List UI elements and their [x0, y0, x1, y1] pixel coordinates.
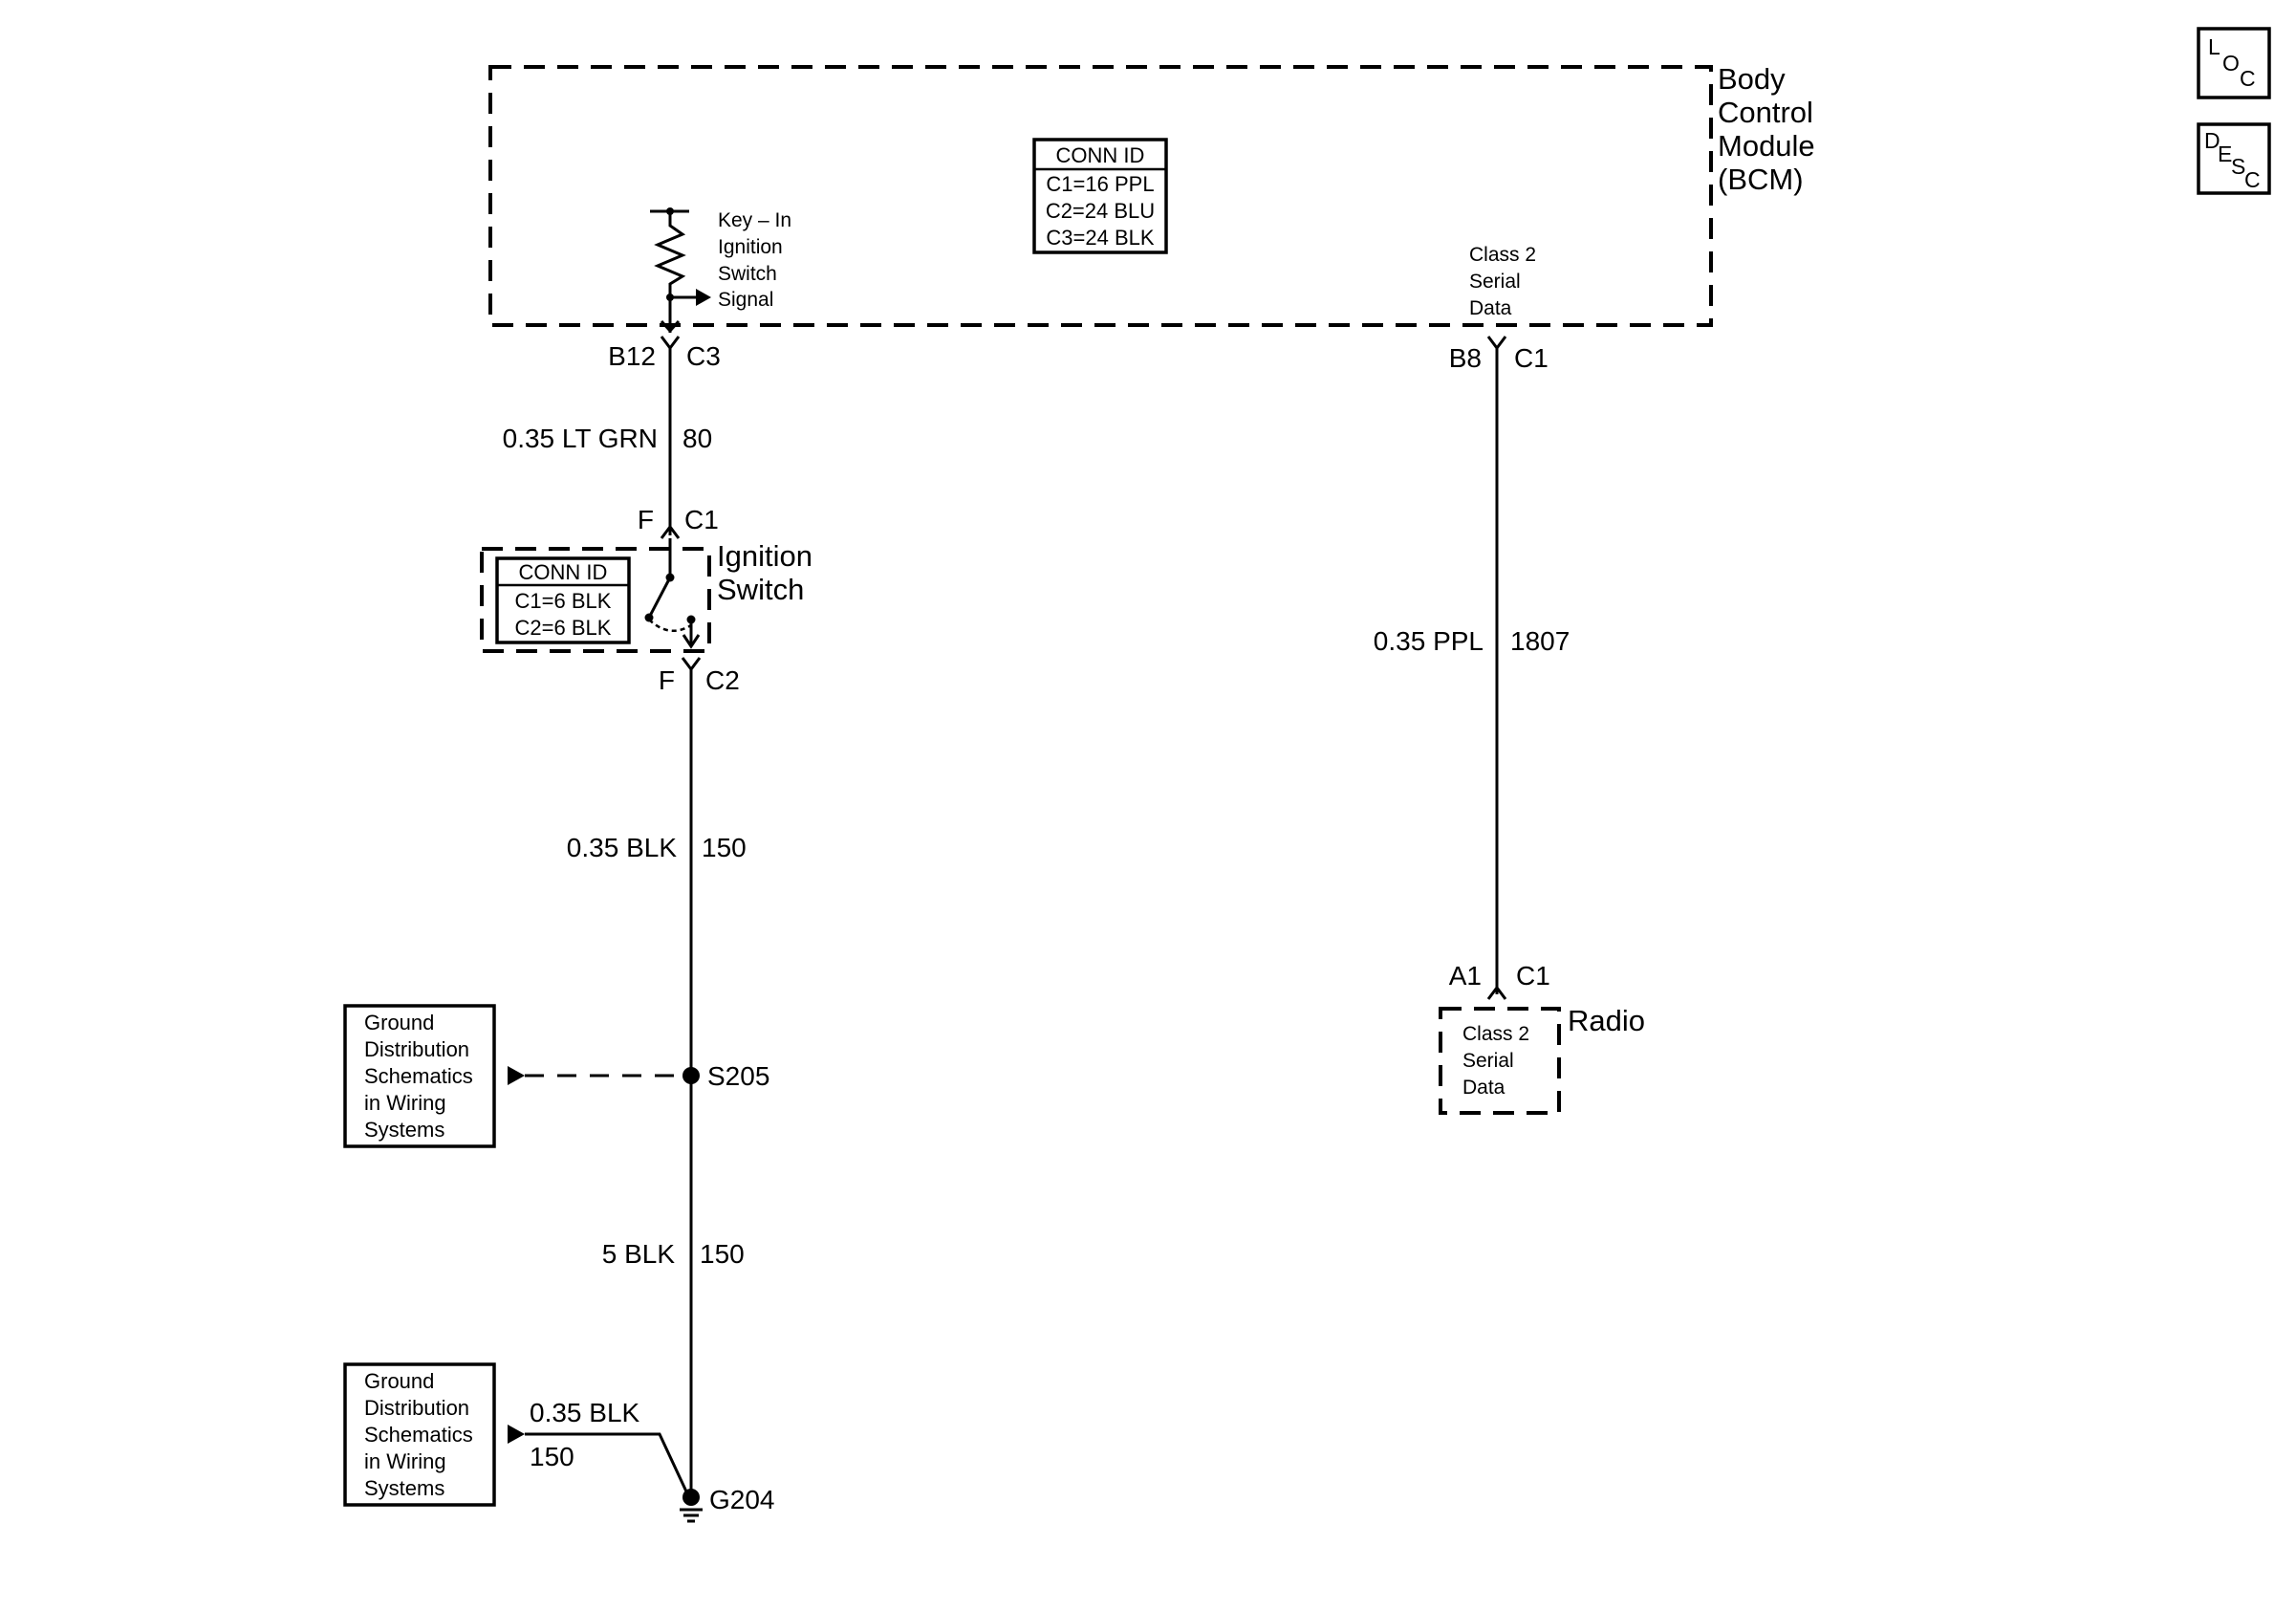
wire-1807-gauge: 0.35 PPL	[1374, 626, 1484, 656]
wire-150-branch-gauge: 0.35 BLK	[530, 1398, 640, 1427]
bcm-serial-data-line-3: Data	[1469, 297, 1512, 319]
desc-icon-letter-2: E	[2218, 142, 2232, 166]
wire-150-branch-circuit: 150	[530, 1442, 574, 1471]
ground-ref-1-line-5: Systems	[364, 1118, 444, 1142]
bcm-conn-id-table: CONN ID C1=16 PPL C2=24 BLU C3=24 BLK	[1032, 138, 1168, 254]
wire-150-circuit: 150	[702, 833, 747, 862]
radio-connector: C1	[1516, 961, 1550, 991]
radio-serial-data-line-2: Serial	[1462, 1050, 1514, 1072]
ground-reference-box-2: Ground Distribution Schematics in Wiring…	[343, 1362, 496, 1507]
radio-serial-data-line-1: Class 2	[1462, 1023, 1529, 1045]
wire-150-lower-circuit: 150	[700, 1239, 745, 1269]
loc-icon[interactable]: L O C	[2197, 27, 2271, 99]
bcm-title-line-3: Module	[1718, 129, 1815, 163]
bcm-title-line-2: Control	[1718, 96, 1813, 129]
ign-conn-id-row-2: C2=6 BLK	[515, 616, 612, 640]
wire-1807-pin: B8	[1449, 343, 1482, 373]
ground-reference-box-1: Ground Distribution Schematics in Wiring…	[343, 1004, 496, 1148]
ground-ref-2-line-2: Distribution	[364, 1396, 469, 1420]
wire-80-circuit: 80	[682, 424, 712, 453]
bcm-conn-id-row-2: C2=24 BLU	[1046, 199, 1155, 223]
ignition-switch-title-1: Ignition	[717, 539, 812, 573]
ignition-switch: CONN ID C1=6 BLK C2=6 BLK Ignition Switc…	[480, 538, 812, 653]
desc-icon-letter-1: D	[2204, 128, 2220, 153]
ground-ref-1-line-3: Schematics	[364, 1064, 473, 1088]
wire-80-connector: C3	[686, 341, 721, 371]
desc-icon-letter-4: C	[2244, 167, 2261, 192]
loc-icon-letter-3: C	[2240, 66, 2256, 91]
switch-contacts-symbol	[644, 538, 701, 649]
ground-ref-2-line-1: Ground	[364, 1369, 434, 1393]
wire-circuit-150-branch	[508, 1425, 688, 1492]
radio-pin: A1	[1449, 961, 1482, 991]
splice-s205	[508, 1066, 700, 1085]
ground-ref-1-line-2: Distribution	[364, 1037, 469, 1061]
key-in-input-symbol	[650, 207, 711, 334]
wire-circuit-1807	[1486, 336, 1507, 1000]
radio-module: Class 2 Serial Data	[1439, 1007, 1561, 1115]
wire-80-gauge: 0.35 LT GRN	[503, 424, 658, 453]
ign-conn-id-header: CONN ID	[519, 560, 608, 584]
key-in-label-line-4: Signal	[718, 289, 773, 311]
wire-1807-circuit: 1807	[1510, 626, 1570, 656]
desc-icon-letter-3: S	[2231, 154, 2245, 179]
loc-icon-letter-1: L	[2208, 34, 2220, 59]
ignition-switch-title-2: Switch	[717, 573, 804, 606]
bcm-title-line-1: Body	[1718, 62, 1786, 96]
key-in-label-line-1: Key – In	[718, 209, 791, 231]
ign-conn-id-row-1: C1=6 BLK	[515, 589, 612, 613]
bcm-conn-id-row-3: C3=24 BLK	[1046, 226, 1154, 250]
ign-c2-connector: C2	[705, 665, 740, 695]
ground-ref-2-line-5: Systems	[364, 1476, 444, 1500]
ignition-conn-id-table: CONN ID C1=6 BLK C2=6 BLK	[495, 556, 631, 644]
desc-icon[interactable]: D E S C	[2197, 122, 2271, 195]
ground-ref-1-line-1: Ground	[364, 1011, 434, 1034]
key-in-label-line-3: Switch	[718, 263, 777, 285]
wire-1807-connector: C1	[1514, 343, 1549, 373]
radio-title: Radio	[1568, 1004, 1645, 1037]
ign-c1-connector: C1	[684, 505, 719, 534]
wire-80-pin: B12	[608, 341, 656, 371]
bcm-conn-id-header: CONN ID	[1056, 143, 1145, 167]
key-in-label-line-2: Ignition	[718, 236, 783, 258]
wire-circuit-150-upper	[681, 657, 702, 1076]
ground-ref-2-line-3: Schematics	[364, 1423, 473, 1447]
bcm-title-line-4: (BCM)	[1718, 163, 1804, 196]
bcm-conn-id-row-1: C1=16 PPL	[1046, 172, 1154, 196]
wire-circuit-80	[660, 336, 681, 539]
ign-c2-pin: F	[659, 665, 675, 695]
ign-c1-pin: F	[638, 505, 654, 534]
bcm-outline	[488, 65, 1713, 327]
ignition-switch-outline	[480, 547, 711, 653]
loc-icon-letter-2: O	[2222, 51, 2240, 76]
wire-150-lower-gauge: 5 BLK	[602, 1239, 676, 1269]
body-control-module: Body Control Module (BCM) CONN ID C1=16 …	[488, 62, 1815, 334]
ground-label: G204	[709, 1485, 775, 1514]
splice-label: S205	[707, 1061, 769, 1091]
wire-150-gauge: 0.35 BLK	[567, 833, 678, 862]
ground-ref-2-line-4: in Wiring	[364, 1449, 446, 1473]
ground-g204-symbol	[680, 1489, 703, 1523]
bcm-serial-data-line-2: Serial	[1469, 271, 1521, 293]
bcm-serial-data-line-1: Class 2	[1469, 244, 1536, 266]
ground-ref-1-line-4: in Wiring	[364, 1091, 446, 1115]
radio-serial-data-line-3: Data	[1462, 1077, 1505, 1099]
radio-outline	[1439, 1007, 1561, 1115]
